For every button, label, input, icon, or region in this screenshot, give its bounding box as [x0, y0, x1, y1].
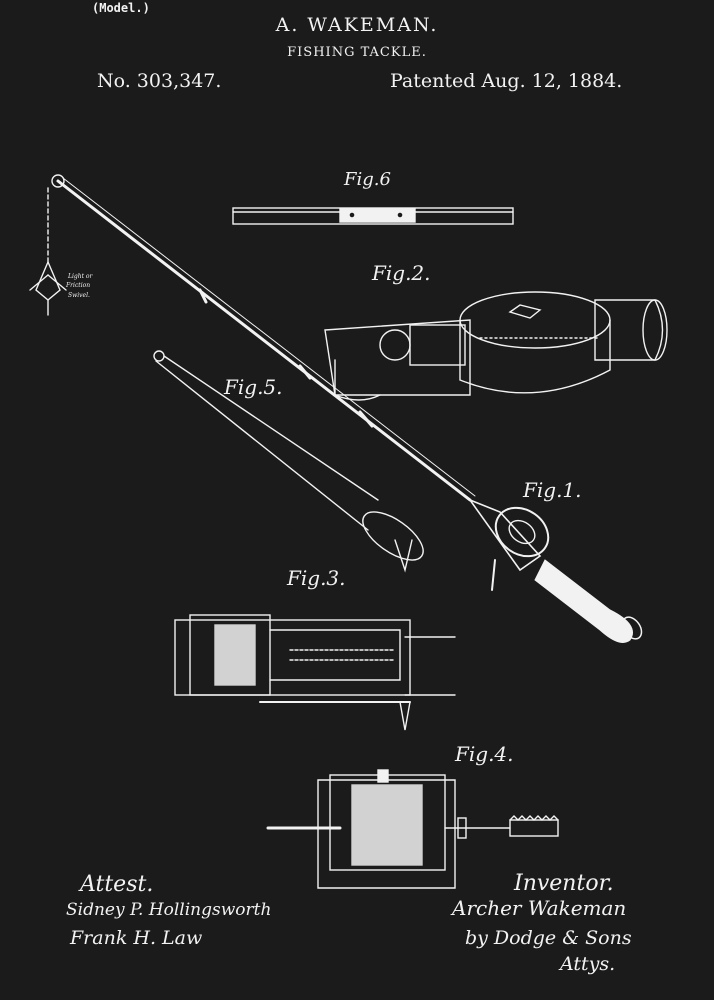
witness-signature-2: Frank H. Law	[70, 927, 203, 949]
fig4-reel-drawing	[266, 769, 559, 889]
fig1-label: Fig.1.	[523, 478, 582, 502]
fig2-reel-drawing	[324, 291, 668, 401]
patent-date: Patented Aug. 12, 1884.	[390, 70, 623, 92]
fig6-label: Fig.6	[344, 169, 391, 190]
patent-number: No. 303,347.	[97, 70, 222, 92]
model-label: (Model.)	[92, 1, 150, 15]
witness-signature-1: Sidney P. Hollingsworth	[66, 900, 272, 920]
fig3-label: Fig.3.	[287, 566, 346, 590]
attorney-line: by Dodge & Sons	[465, 927, 632, 949]
fig5-line-guide-drawing	[153, 350, 424, 573]
fig6-rod-section-drawing	[232, 207, 514, 225]
attorney-abbrev: Attys.	[560, 953, 616, 975]
swivel-note-line1: Light or	[68, 273, 93, 280]
fig2-label: Fig.2.	[372, 261, 431, 285]
fig3-section-drawing	[174, 614, 456, 731]
fig5-label: Fig.5.	[224, 375, 283, 399]
fig4-label: Fig.4.	[455, 742, 514, 766]
inventor-signature: Archer Wakeman	[452, 896, 627, 920]
attest-heading: Attest.	[80, 872, 154, 897]
inventor-title: A. WAKEMAN.	[275, 14, 439, 36]
patent-subject: FISHING TACKLE.	[287, 45, 427, 60]
swivel-note-line3: Swivel.	[68, 292, 90, 299]
swivel-note-line2: Friction	[66, 282, 91, 289]
inventor-heading: Inventor.	[514, 871, 614, 896]
fig1-rod-drawing	[29, 174, 643, 643]
